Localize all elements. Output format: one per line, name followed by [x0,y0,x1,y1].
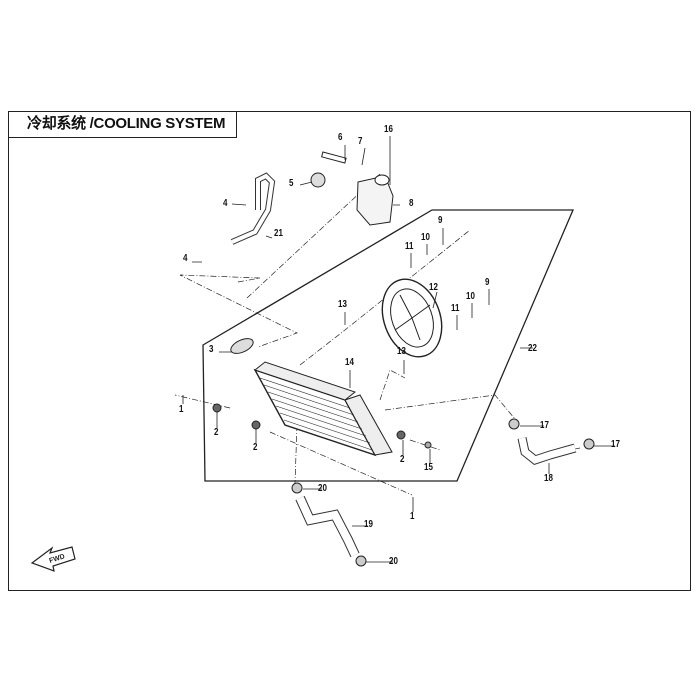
callout-11: 11 [451,303,460,314]
fwd-label: FWD [48,553,65,565]
callout-12: 12 [429,282,438,293]
callout-3: 3 [209,344,214,355]
callout-6: 6 [338,132,343,143]
callout-2: 2 [253,442,258,453]
callout-22: 22 [528,343,537,354]
callout-2: 2 [214,427,219,438]
callout-11: 11 [405,241,414,252]
fwd-arrow-icon [30,546,76,572]
callout-8: 8 [409,198,414,209]
cap-5 [310,172,326,188]
page-title: 冷却系统 /COOLING SYSTEM [8,111,237,138]
callout-9: 9 [485,277,490,288]
callout-7: 7 [358,136,363,147]
callout-13: 13 [338,299,347,310]
callout-13: 13 [397,346,406,357]
callout-21: 21 [274,228,283,239]
callout-4: 4 [223,198,228,209]
callout-17: 17 [611,439,620,450]
callout-15: 15 [424,462,433,473]
callout-10: 10 [421,232,430,243]
callout-17: 17 [540,420,549,431]
callout-5: 5 [289,178,294,189]
callout-20: 20 [318,483,327,494]
callout-19: 19 [364,519,373,530]
callout-18: 18 [544,473,553,484]
callout-16: 16 [384,124,393,135]
callout-2: 2 [400,454,405,465]
callout-9: 9 [438,215,443,226]
radiator-14 [253,361,393,457]
callout-20: 20 [389,556,398,567]
callout-10: 10 [466,291,475,302]
callout-4: 4 [183,253,188,264]
callout-1: 1 [410,511,415,522]
diagram-frame [8,111,691,591]
callout-14: 14 [345,357,354,368]
callout-1: 1 [179,404,184,415]
radiator-assembly-outline [202,209,574,482]
